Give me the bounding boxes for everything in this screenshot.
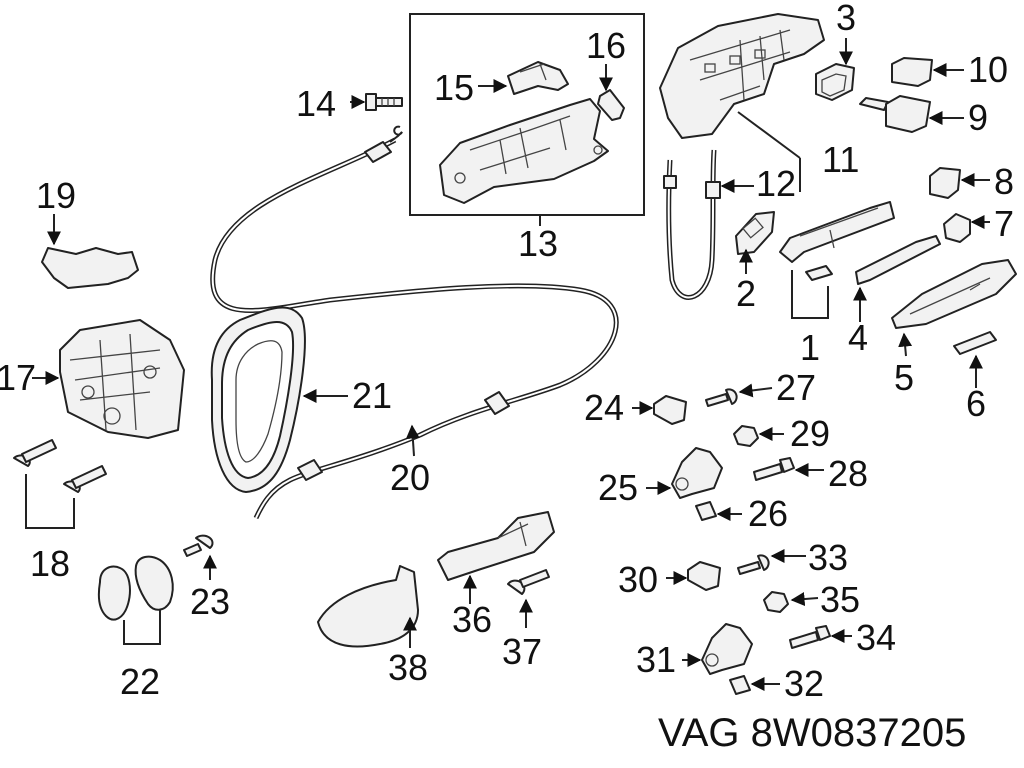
part-2-seal — [735, 211, 775, 255]
label-26: 26 — [748, 493, 788, 534]
part-35-nut — [763, 591, 789, 613]
part-26-sleeve — [695, 501, 717, 521]
label-24: 24 — [584, 387, 624, 428]
label-21: 21 — [352, 375, 392, 416]
part-3-cap — [815, 63, 855, 101]
part-6-gasket — [953, 331, 997, 355]
group-13-frame — [409, 13, 645, 216]
part-15-clip — [507, 61, 569, 95]
label-4: 4 — [848, 317, 868, 358]
part-number-labels: 14 15 16 13 3 10 9 11 12 8 7 2 1 4 5 6 1… — [0, 0, 1014, 704]
part-25-check-strap — [671, 447, 723, 499]
label-22: 22 — [120, 661, 160, 702]
label-18: 18 — [30, 543, 70, 584]
label-7: 7 — [994, 203, 1014, 244]
part-12-cable — [663, 149, 721, 300]
label-19: 19 — [36, 175, 76, 216]
part-5-outer-handle — [891, 259, 1017, 329]
part-18-screws — [13, 439, 107, 493]
label-1: 1 — [800, 327, 820, 368]
label-32: 32 — [784, 663, 824, 704]
bowden-cable — [210, 125, 619, 520]
part-32-sleeve — [729, 675, 751, 695]
part-31-check-strap — [701, 623, 753, 675]
label-13: 13 — [518, 223, 558, 264]
label-31: 31 — [636, 639, 676, 680]
part-11-housing — [659, 13, 825, 139]
part-8-cover — [929, 167, 961, 199]
part-9-cylinder — [859, 95, 931, 133]
part-28-bolt — [753, 457, 795, 481]
part-33-bolt — [737, 554, 770, 575]
part-21-seal — [210, 306, 306, 493]
label-25: 25 — [598, 467, 638, 508]
label-11: 11 — [822, 139, 859, 180]
label-16: 16 — [586, 25, 626, 66]
label-35: 35 — [820, 579, 860, 620]
part-19-cover — [41, 247, 139, 289]
label-38: 38 — [388, 647, 428, 688]
part-4-strip — [855, 235, 941, 285]
label-29: 29 — [790, 413, 830, 454]
label-17: 17 — [0, 357, 36, 398]
leader-lines — [25, 38, 990, 691]
part-24-bracket — [653, 395, 687, 425]
label-33: 33 — [808, 537, 848, 578]
part-22-covers — [97, 555, 174, 621]
part-29-nut — [733, 425, 759, 447]
part-34-bolt — [789, 625, 831, 649]
label-3: 3 — [836, 0, 856, 38]
part-14-bolt — [365, 93, 403, 111]
label-8: 8 — [994, 161, 1014, 202]
part-1-handle-frame — [779, 201, 895, 281]
label-37: 37 — [502, 631, 542, 672]
label-9: 9 — [968, 97, 988, 138]
label-5: 5 — [894, 357, 914, 398]
part-number-caption: VAG 8W0837205 — [658, 711, 966, 755]
part-36-bracket — [437, 511, 555, 581]
part-38-cover — [317, 565, 419, 648]
label-36: 36 — [452, 599, 492, 640]
label-28: 28 — [828, 453, 868, 494]
part-23-bolt — [183, 534, 214, 557]
part-30-bracket — [687, 561, 721, 591]
part-27-bolt — [705, 388, 738, 407]
label-20: 20 — [390, 457, 430, 498]
part-13-handle-carrier — [439, 98, 609, 204]
label-6: 6 — [966, 383, 986, 424]
label-30: 30 — [618, 559, 658, 600]
label-23: 23 — [190, 581, 230, 622]
part-17-door-lock — [59, 319, 185, 439]
label-15: 15 — [434, 67, 474, 108]
label-14: 14 — [296, 83, 336, 124]
label-10: 10 — [968, 49, 1008, 90]
label-12: 12 — [756, 163, 796, 204]
part-10-insert — [891, 57, 933, 87]
part-16-clip — [597, 89, 625, 121]
label-27: 27 — [776, 367, 816, 408]
part-7-clip — [943, 213, 971, 243]
label-2: 2 — [736, 273, 756, 314]
label-34: 34 — [856, 617, 896, 658]
part-37-bolt — [507, 569, 550, 595]
